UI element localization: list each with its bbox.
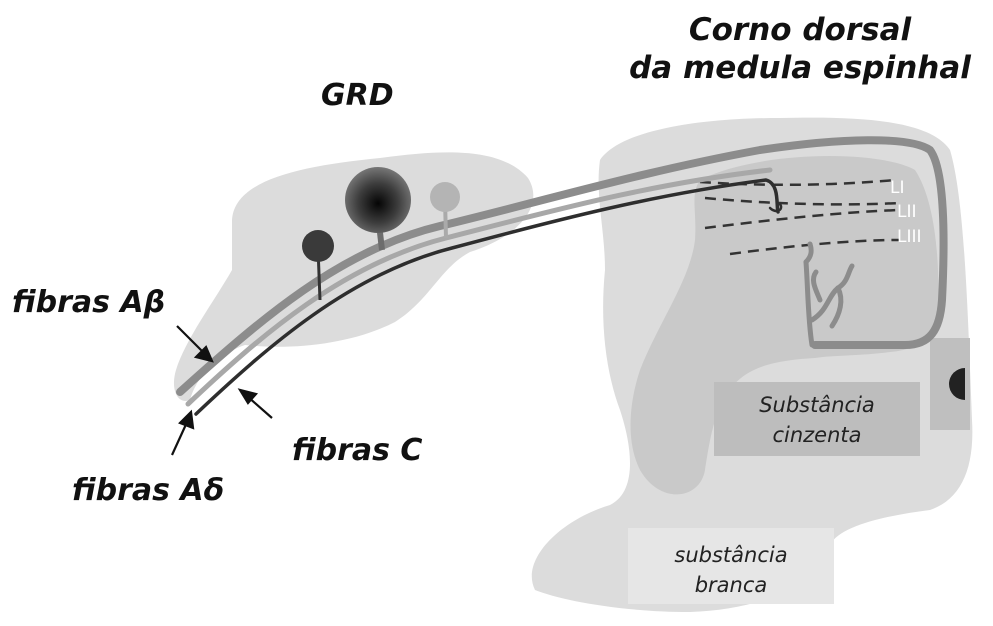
pointer-arrows [170, 325, 273, 456]
lamina-i-label: LI [890, 178, 905, 198]
lamina-iii-label: LIII [897, 227, 922, 247]
fiber-a-beta [176, 136, 948, 396]
neuron-a-beta-soma [345, 167, 411, 233]
lamina-lines [699, 178, 901, 256]
fibras-a-beta-label: fibras Aβ [12, 285, 165, 320]
drg-neurons [302, 167, 460, 301]
substancia-cinzenta-line-1: Substância [759, 393, 875, 417]
neuron-a-delta-soma [430, 182, 460, 212]
fiber-c-terminal [768, 202, 783, 213]
substancia-branca-line-1: substância [674, 543, 787, 567]
substancia-branca-line-2: branca [695, 573, 768, 597]
fibras-c-label: fibras C [292, 433, 422, 468]
neuron-c-soma [302, 230, 334, 262]
title-line-2: da medula espinhal [629, 50, 971, 86]
central-canal [949, 368, 965, 400]
title-line-1: Corno dorsal [689, 12, 912, 48]
white-matter-label-box [628, 528, 834, 604]
lamina-ii-label: LII [897, 202, 917, 222]
fiber-c [194, 178, 780, 416]
grd-label: GRD [321, 78, 394, 113]
fibras-a-delta-label: fibras Aδ [72, 473, 224, 508]
a-beta-collaterals [803, 241, 855, 348]
substancia-cinzenta-line-2: cinzenta [772, 423, 861, 447]
grey-matter-label-box [714, 382, 920, 456]
